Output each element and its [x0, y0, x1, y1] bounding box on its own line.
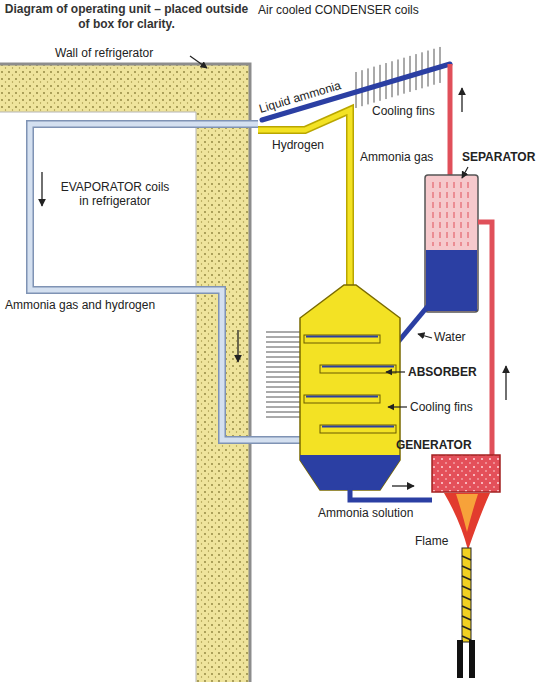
flame — [444, 493, 490, 550]
fin-stroke — [266, 402, 300, 403]
fin-stroke — [266, 362, 300, 363]
tray-liquid — [306, 396, 378, 398]
absorber-tray — [304, 395, 380, 403]
part-label: Ammonia gas and hydrogen — [5, 298, 155, 312]
fin-stroke — [266, 397, 300, 398]
fin-stroke — [266, 382, 300, 383]
water-pipe — [398, 306, 428, 342]
tray-liquid — [306, 336, 378, 338]
leader-line — [418, 334, 432, 338]
flow-arrow — [392, 485, 414, 486]
generator-riser-pipe — [478, 222, 492, 455]
stripe-stroke — [462, 626, 471, 630]
part-label: Air cooled CONDENSER coils — [258, 3, 419, 17]
evaporator-pipe-outline — [30, 124, 300, 440]
part-label: GENERATOR — [396, 438, 472, 452]
fin-stroke — [266, 372, 300, 373]
burner-tube — [462, 548, 471, 642]
stripe-stroke — [462, 586, 471, 590]
flow-arrow — [505, 366, 506, 400]
flow-arrow — [237, 330, 238, 362]
fin-stroke — [266, 417, 300, 418]
gas-streak — [433, 182, 434, 246]
absorber-vessel — [300, 285, 400, 490]
fin-stroke — [266, 347, 300, 348]
stripe-stroke — [462, 636, 471, 640]
part-label: Cooling fins — [410, 400, 473, 414]
fin-stroke — [266, 387, 300, 388]
flow-arrow — [461, 88, 462, 112]
leader-line — [462, 167, 468, 178]
part-label: Ammonia solution — [318, 506, 413, 520]
gas-streak — [468, 182, 469, 246]
burner-pipe — [469, 640, 475, 678]
gas-streak — [440, 182, 441, 246]
part-label: ABSORBER — [408, 365, 477, 379]
absorber-trays — [304, 335, 396, 433]
stripe-stroke — [462, 596, 471, 600]
ammonia-solution-pipe — [350, 488, 432, 500]
ammonia-gas-pipe — [448, 64, 453, 176]
tray-liquid — [322, 366, 394, 368]
fin-stroke — [266, 377, 300, 378]
fin-stroke — [266, 342, 300, 343]
absorber-tray — [320, 425, 396, 433]
gas-streak — [447, 182, 448, 246]
fin-stroke — [266, 337, 300, 338]
burner-pipe — [457, 640, 463, 678]
fin-stroke — [266, 357, 300, 358]
part-label: EVAPORATOR coils in refrigerator — [55, 180, 175, 208]
flow-arrow — [41, 172, 42, 206]
leader-line — [386, 371, 405, 372]
stripe-stroke — [462, 616, 471, 620]
separator-water — [426, 250, 477, 311]
fin-stroke — [266, 412, 300, 413]
gas-streak — [461, 182, 462, 246]
gas-streak — [454, 182, 455, 246]
part-label: Wall of refrigerator — [55, 46, 153, 60]
stripe-stroke — [462, 556, 471, 560]
fin-stroke — [266, 367, 300, 368]
leader-line — [388, 406, 407, 407]
absorber-tray — [304, 335, 380, 343]
stripe-stroke — [462, 606, 471, 610]
part-label: Ammonia gas — [360, 150, 433, 164]
fin-stroke — [266, 392, 300, 393]
generator-vessel — [432, 455, 500, 492]
fin-stroke — [266, 332, 300, 333]
hydrogen-pipe-outline — [258, 110, 350, 290]
absorber-fins — [266, 332, 300, 417]
separator-gas-streaks — [433, 182, 468, 246]
absorber-tray — [320, 365, 396, 373]
flame-core — [456, 494, 478, 532]
part-label: Water — [434, 330, 466, 344]
absorber-solution — [300, 455, 400, 490]
wall-outline — [0, 64, 250, 682]
tray-liquid — [322, 426, 394, 428]
fin-stroke — [266, 407, 300, 408]
diagram-title: Diagram of operating unit – placed outsi… — [4, 2, 249, 32]
leader-line — [190, 56, 207, 68]
stripe-stroke — [462, 576, 471, 580]
evaporator-pipe — [30, 124, 300, 440]
separator-vessel — [425, 175, 478, 312]
part-label: SEPARATOR — [462, 150, 535, 164]
fin-stroke — [266, 352, 300, 353]
part-label: Flame — [415, 534, 448, 548]
part-label: Cooling fins — [372, 104, 435, 118]
part-label: Hydrogen — [272, 138, 324, 152]
refrigerator-wall — [0, 64, 250, 682]
stripe-stroke — [462, 566, 471, 570]
hydrogen-pipe — [258, 110, 350, 290]
burner-stripes — [462, 556, 471, 640]
